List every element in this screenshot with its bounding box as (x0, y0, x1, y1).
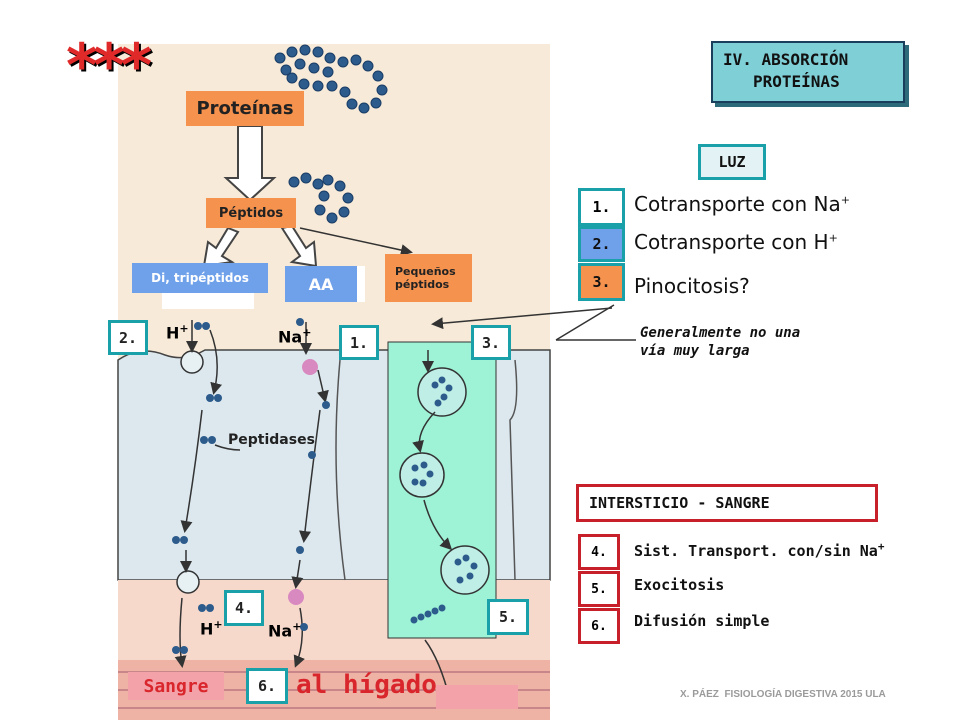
blood-label-patch (436, 685, 518, 709)
di-tripeptidos-label: Di, tripéptidos (132, 263, 268, 293)
luz-note-line-2: vía muy larga (640, 343, 750, 359)
h-plus-top: H+ (166, 322, 189, 343)
pequenos-line-2: péptidos (395, 278, 450, 291)
intersticio-text-5: Exocitosis (634, 576, 725, 594)
luz-title: LUZ (698, 144, 766, 180)
section-header: IV. ABSORCIÓN PROTEÍNAS (711, 41, 905, 103)
na-cotransporter-bottom (288, 589, 304, 605)
luz-note-line-1: Generalmente no una (640, 325, 801, 341)
luz-num-3: 3. (578, 263, 625, 301)
diagram-box-3: 3. (471, 325, 511, 360)
luz-text-3: Pinocitosis? (634, 274, 750, 298)
al-higado-label: al hígado (296, 670, 437, 700)
vesicle (399, 452, 445, 498)
diagram-box-6: 6. (246, 668, 288, 704)
luz-num-1: 1. (578, 188, 625, 226)
peptidos-label: Péptidos (206, 198, 296, 228)
h-cotransporter-bottom (176, 570, 200, 594)
proteinas-label: Proteínas (186, 91, 304, 126)
aa-label: AA (285, 266, 365, 302)
intersticio-num-6: 6. (578, 608, 620, 644)
diagram-box-1: 1. (339, 325, 379, 360)
intersticio-text-6: Difusión simple (634, 612, 770, 630)
h-plus-bottom: H+ (200, 618, 223, 639)
intersticio-title: INTERSTICIO - SANGRE (576, 484, 878, 522)
stars-mark: *** (66, 31, 152, 101)
diagram-box-2: 2. (108, 320, 148, 355)
diagram-box-4: 4. (224, 590, 264, 626)
luz-num-2: 2. (578, 226, 625, 262)
diagram-box-5: 5. (487, 599, 529, 635)
luz-text-2: Cotransporte con H+ (634, 230, 838, 254)
pequenos-peptidos-label: Pequeños péptidos (385, 254, 472, 302)
h-cotransporter-top (180, 350, 204, 374)
pequenos-line-1: Pequeños (395, 265, 456, 278)
peptidases-label: Peptidases (228, 432, 315, 448)
luz-text-1: Cotransporte con Na+ (634, 192, 850, 216)
header-line-2: PROTEÍNAS (753, 72, 840, 91)
na-cotransporter-top (302, 359, 318, 375)
footer-credit: X. PÁEZ FISIOLOGÍA DIGESTIVA 2015 ULA (680, 689, 886, 700)
vesicle (417, 367, 467, 417)
luz-note: Generalmente no una vía muy larga (640, 324, 800, 360)
sangre-label: Sangre (128, 672, 224, 700)
na-plus-top: Na+ (278, 326, 312, 347)
na-plus-bottom: Na+ (268, 620, 302, 641)
di-tripeptidos-underbar (162, 293, 254, 309)
intersticio-num-5: 5. (578, 571, 620, 607)
intersticio-text-4: Sist. Transport. con/sin Na+ (634, 540, 885, 560)
intersticio-num-4: 4. (578, 534, 620, 570)
header-line-1: IV. ABSORCIÓN (723, 50, 849, 69)
vesicle (440, 545, 490, 595)
